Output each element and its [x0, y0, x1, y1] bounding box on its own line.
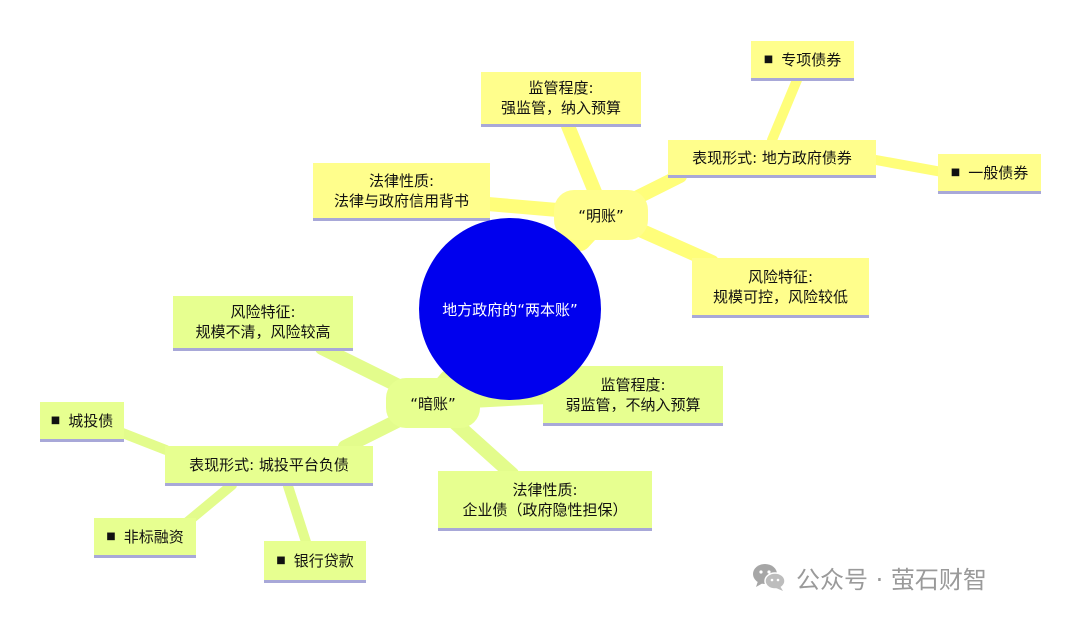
an-leaf-nonstandard-label: 非标融资	[123, 527, 184, 546]
an-supervision-desc: 弱监管，不纳入预算	[565, 395, 701, 414]
ming-supervision-title: 监管程度:	[528, 79, 594, 97]
link-form-chengtou	[115, 427, 171, 455]
center-label: 地方政府的“两本账”	[442, 300, 578, 319]
an-risk-title: 风险特征:	[230, 303, 296, 321]
an-risk-node: 风险特征: 规模不清，风险较高	[173, 296, 353, 351]
ming-supervision-node: 监管程度: 强监管，纳入预算	[481, 72, 641, 127]
an-leaf-chengtou-label: 城投债	[68, 411, 114, 430]
link-form-bank	[283, 481, 311, 547]
ming-hub-label: “明账”	[578, 206, 624, 225]
ming-form-node: 表现形式: 地方政府债券	[668, 140, 876, 178]
an-supervision-node: 监管程度: 弱监管，不纳入预算	[543, 366, 723, 426]
ming-hub: “明账”	[554, 190, 648, 240]
link-form-special	[767, 75, 802, 145]
bullet-icon: ■	[106, 530, 116, 542]
wechat-icon	[753, 564, 786, 591]
ming-form-label: 表现形式: 地方政府债券	[692, 148, 852, 167]
an-legal-desc: 企业债（政府隐性担保）	[462, 500, 628, 519]
an-legal-node: 法律性质: 企业债（政府隐性担保）	[438, 471, 652, 531]
link-form-general	[871, 155, 947, 177]
an-legal-title: 法律性质:	[512, 480, 578, 499]
watermark-text: 公众号 · 萤石财智	[796, 565, 987, 594]
ming-leaf-special: ■ 专项债券	[751, 41, 854, 81]
an-form-node: 表现形式: 城投平台负债	[165, 446, 373, 486]
ming-risk-node: 风险特征: 规模可控，风险较低	[692, 258, 869, 318]
watermark: 公众号 · 萤石财智	[752, 560, 987, 594]
ming-legal-desc: 法律与政府信用背书	[333, 191, 469, 210]
ming-leaf-special-label: 专项债券	[781, 50, 842, 69]
bullet-icon: ■	[50, 414, 61, 426]
an-form-label: 表现形式: 城投平台负债	[189, 455, 349, 474]
an-hub: “暗账”	[386, 378, 480, 428]
ming-leaf-general: ■ 一般债券	[938, 154, 1041, 194]
an-leaf-chengtou: ■ 城投债	[40, 402, 124, 442]
link-form-nonstandard	[180, 480, 237, 529]
an-supervision-title: 监管程度:	[600, 375, 666, 394]
bullet-icon: ■	[763, 53, 774, 65]
ming-legal-title: 法律性质:	[368, 171, 435, 190]
ming-leaf-general-label: 一般债券	[968, 163, 1029, 182]
an-risk-desc: 规模不清，风险较高	[195, 323, 331, 341]
ming-legal-node: 法律性质: 法律与政府信用背书	[313, 163, 490, 221]
ming-risk-title: 风险特征:	[747, 267, 814, 286]
bullet-icon: ■	[276, 554, 286, 566]
an-leaf-bank: ■ 银行贷款	[264, 541, 366, 583]
ming-risk-desc: 规模可控，风险较低	[712, 287, 848, 306]
ming-supervision-desc: 强监管，纳入预算	[500, 99, 621, 117]
an-leaf-nonstandard: ■ 非标融资	[94, 518, 196, 558]
center-node: 地方政府的“两本账”	[419, 218, 601, 400]
an-hub-label: “暗账”	[410, 394, 456, 413]
bullet-icon: ■	[950, 166, 961, 178]
an-leaf-bank-label: 银行贷款	[293, 551, 354, 570]
